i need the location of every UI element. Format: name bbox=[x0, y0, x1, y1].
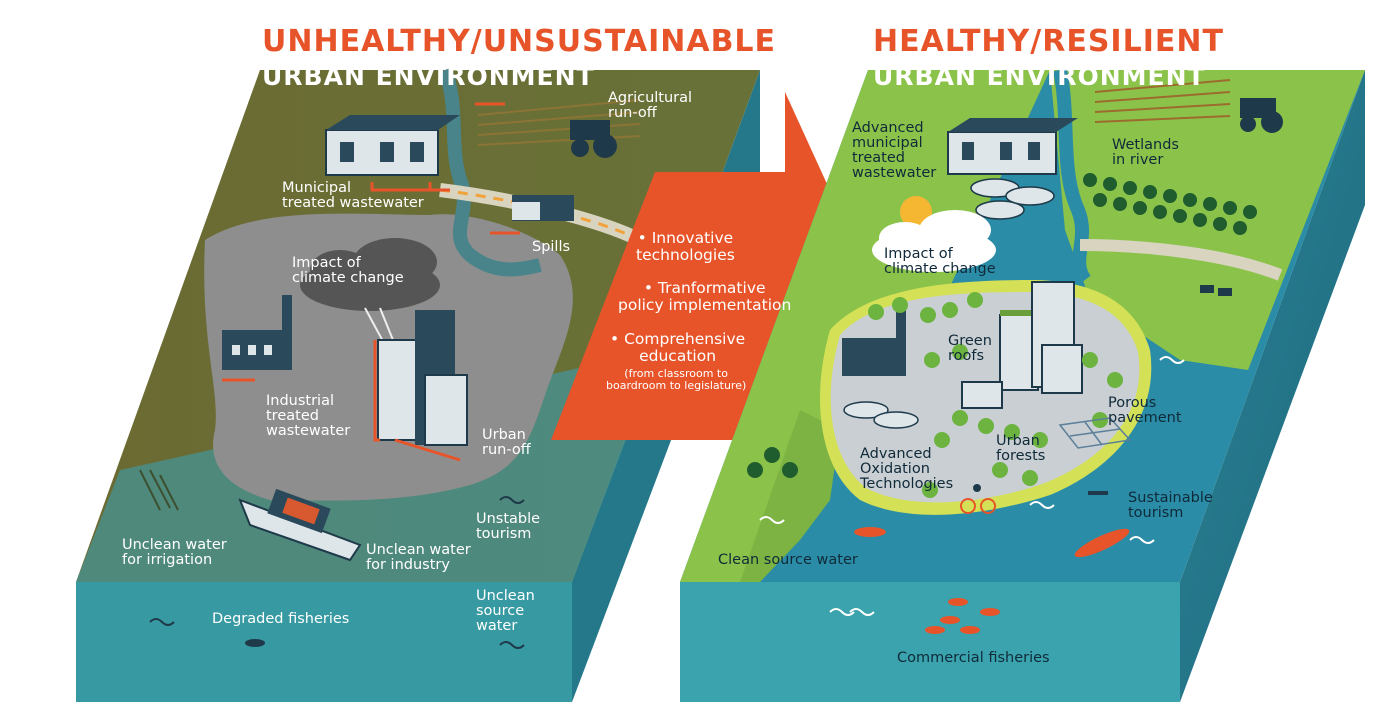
label-unstable-tourism: Unstable tourism bbox=[476, 511, 541, 542]
kayak-icon bbox=[1074, 528, 1130, 558]
label-commercial-fisheries: Commercial fisheries bbox=[897, 650, 1050, 666]
factory-icon bbox=[842, 305, 906, 376]
label-degraded-fisheries: Degraded fisheries bbox=[212, 611, 350, 627]
tractor-icon bbox=[570, 120, 617, 158]
label-wetlands: Wetlands in river bbox=[1112, 137, 1179, 168]
unhealthy-subtitle: URBAN ENVIRONMENT bbox=[262, 62, 595, 91]
farm-furrows bbox=[1094, 79, 1231, 123]
wave-icon bbox=[149, 618, 175, 626]
label-sustainable-tourism: Sustainable tourism bbox=[1128, 490, 1213, 521]
bank-trees-icon bbox=[747, 447, 798, 478]
label-spills: Spills bbox=[532, 239, 571, 255]
wave-icons bbox=[759, 356, 1185, 616]
healthy-subtitle: URBAN ENVIRONMENT bbox=[873, 62, 1206, 91]
commercial-fish-icon bbox=[925, 598, 1000, 634]
climate-cloud-icon bbox=[872, 210, 996, 272]
forest-icon bbox=[1083, 173, 1257, 235]
porous-pavement-icon bbox=[1058, 417, 1132, 449]
label-green-roofs: Green roofs bbox=[948, 333, 992, 364]
degraded-fish-icon bbox=[245, 639, 265, 647]
label-unclean-industry: Unclean water for industry bbox=[366, 542, 471, 573]
label-climate-change-left: Impact of climate change bbox=[292, 255, 404, 286]
unhealthy-title: UNHEALTHY/UNSUSTAINABLE bbox=[262, 24, 777, 59]
urban-trees-icon bbox=[868, 292, 1123, 498]
label-climate-change-right: Impact of climate change bbox=[884, 246, 996, 277]
spill-truck-icon bbox=[512, 195, 574, 221]
label-advanced-oxidation: Advanced Oxidation Technologies bbox=[860, 446, 954, 492]
healthy-title: HEALTHY/RESILIENT bbox=[873, 24, 1224, 59]
treatment-tanks-icon bbox=[970, 178, 1055, 220]
label-industrial-wastewater: Industrial treated wastewater bbox=[266, 393, 351, 439]
reeds-icon bbox=[139, 469, 179, 511]
label-clean-source-water: Clean source water bbox=[718, 552, 858, 568]
wave-icon bbox=[499, 641, 525, 649]
label-advanced-municipal: Advanced municipal treated wastewater bbox=[852, 120, 937, 181]
label-unclean-irrigation: Unclean water for irrigation bbox=[122, 537, 227, 568]
label-urban-runoff: Urban run-off bbox=[482, 427, 531, 458]
fishing-boat-icon bbox=[854, 527, 886, 537]
pollution-arrows bbox=[222, 102, 520, 462]
arrow-item-policy: • Tranformative policy implementation bbox=[618, 279, 792, 314]
municipal-building-icon bbox=[325, 115, 460, 176]
arrow-note: (from classroom to boardroom to legislat… bbox=[606, 367, 747, 392]
arrow-item-education: • Comprehensive education bbox=[610, 330, 746, 365]
wave-icon bbox=[499, 496, 525, 504]
tractor-icon bbox=[1240, 98, 1283, 133]
healthy-block bbox=[680, 68, 1365, 702]
cargo-ship-icon bbox=[238, 488, 362, 562]
label-porous-pavement: Porous pavement bbox=[1108, 395, 1182, 426]
label-urban-forests: Urban forests bbox=[996, 433, 1046, 464]
city-towers-icon bbox=[377, 310, 468, 446]
oxidation-tanks-icon bbox=[843, 401, 919, 429]
advanced-municipal-building-icon bbox=[947, 118, 1078, 175]
label-agricultural-runoff: Agricultural run-off bbox=[608, 90, 693, 121]
arrow-item-technologies: • Innovative technologies bbox=[636, 229, 735, 264]
label-municipal-wastewater: Municipal treated wastewater bbox=[282, 180, 424, 211]
green-roof-towers-icon bbox=[961, 281, 1083, 409]
label-unclean-source: Unclean source water bbox=[476, 588, 535, 634]
factory-icon bbox=[222, 295, 292, 370]
cyclist-icon bbox=[960, 484, 996, 514]
climate-cloud-icon bbox=[300, 238, 440, 346]
deer-icon bbox=[1200, 285, 1232, 296]
